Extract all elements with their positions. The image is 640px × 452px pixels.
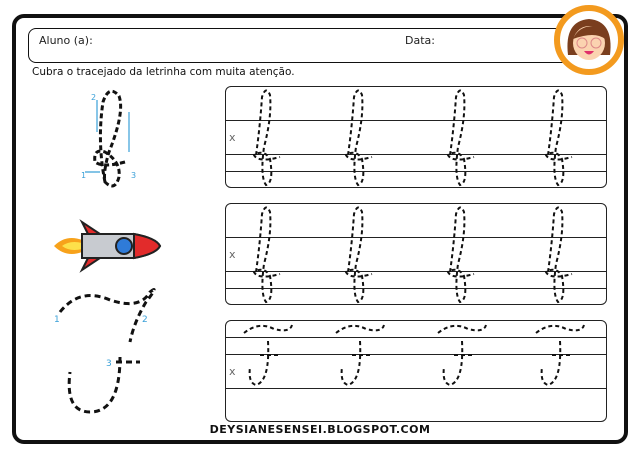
- dashed-letter-f: [344, 206, 373, 304]
- header-box: Aluno (a): Data:: [28, 28, 573, 63]
- dashed-letter-f: [446, 206, 475, 304]
- dashed-letter-f: [544, 206, 573, 304]
- dashed-letter-f: [535, 324, 585, 387]
- guide-number: 3: [131, 171, 136, 180]
- dashed-letter-f: [252, 89, 281, 187]
- practice-row-3: x: [225, 320, 607, 422]
- dashed-letter-f: [252, 206, 281, 304]
- dashed-letter-f: [544, 89, 573, 187]
- date-label: Data:: [405, 34, 435, 47]
- practice-row-2: x: [225, 203, 607, 305]
- teacher-avatar: [554, 5, 624, 75]
- guide-number: 3: [106, 359, 112, 369]
- model-letter-f-cursive: 2 1 3: [81, 89, 136, 188]
- practice-row-1: x: [225, 86, 607, 188]
- worksheet-frame: [12, 14, 628, 444]
- dashed-letter-f: [446, 89, 475, 187]
- guide-number: 1: [81, 171, 86, 180]
- dashed-letter-f: [335, 324, 385, 387]
- row-marker: x: [229, 248, 236, 261]
- footer-website: DEYSIANESENSEI.BLOGSPOT.COM: [209, 423, 431, 436]
- dashed-letter-f: [344, 89, 373, 187]
- instruction-text: Cubra o tracejado da letrinha com muita …: [32, 66, 295, 78]
- guide-number: 2: [142, 315, 148, 325]
- rocket-illustration: [54, 219, 162, 273]
- dashed-letter-f: [243, 324, 293, 387]
- guide-number: 1: [54, 315, 60, 325]
- model-letter-f-print: 1 2 3: [54, 288, 156, 414]
- tracing-letters: [243, 324, 585, 387]
- row-marker: x: [229, 131, 236, 144]
- row-marker: x: [229, 365, 236, 378]
- tracing-letters: [252, 206, 573, 304]
- tracing-letters: [252, 89, 573, 187]
- dashed-letter-f: [437, 324, 487, 387]
- student-label: Aluno (a):: [39, 34, 93, 47]
- guide-number: 2: [91, 93, 96, 102]
